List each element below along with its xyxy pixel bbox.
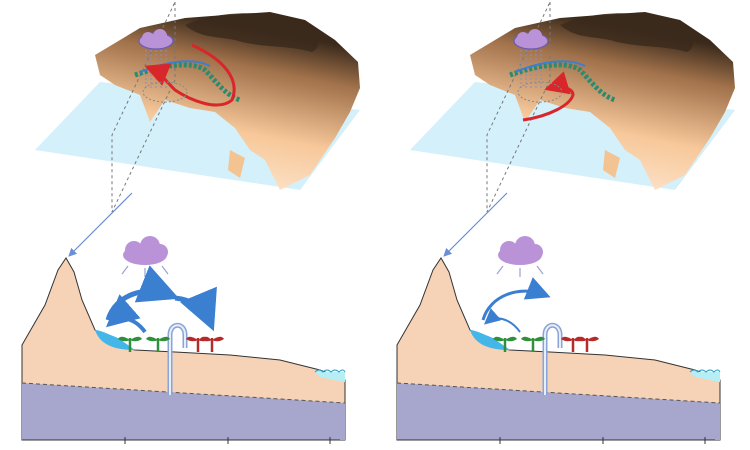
evaporation-arrow — [105, 265, 180, 321]
mountain-ridge — [560, 13, 694, 52]
zoom-pointer-arrow — [68, 192, 133, 257]
vegetation-band — [509, 62, 616, 103]
cloud-icon — [138, 29, 174, 50]
zoom-pointer-arrow — [443, 192, 508, 257]
crop-icon — [575, 336, 599, 352]
return-arrow — [105, 294, 147, 334]
panel-left — [21, 1, 360, 444]
terrain-landmass — [95, 12, 360, 190]
section-plane — [111, 1, 176, 213]
transport-arrow — [174, 286, 217, 332]
return-arrow — [483, 308, 521, 333]
section-plane — [486, 1, 551, 213]
water-table-line — [21, 382, 346, 404]
well-pump-icon — [542, 322, 563, 395]
well-pump-icon — [167, 322, 188, 395]
recycling-loop — [142, 81, 188, 103]
recycling-loop — [517, 81, 563, 103]
map-3d — [35, 1, 360, 213]
cloud-icon — [513, 29, 549, 50]
crop-icon — [200, 336, 224, 352]
water-wave-icon — [314, 369, 346, 382]
evaporation-arrow — [481, 277, 551, 321]
moisture-recycling-arrows — [105, 265, 217, 334]
groundwater-layer — [397, 383, 720, 440]
water-wave-icon — [689, 369, 721, 382]
rain-icon — [496, 265, 544, 277]
circulation-arrow — [144, 43, 236, 107]
mountain-ridge — [185, 13, 319, 52]
island — [603, 150, 620, 178]
surface-water — [470, 330, 510, 350]
diagram-svg — [21, 1, 360, 444]
cloud-icon — [498, 236, 543, 265]
island — [228, 150, 245, 178]
water-table-line — [396, 382, 721, 404]
moisture-band — [514, 60, 586, 73]
rain-icon — [121, 265, 169, 277]
cross-section — [21, 236, 346, 444]
moisture-recycling-arrows — [481, 277, 551, 333]
terrain-landmass — [470, 12, 735, 190]
surface-water — [95, 330, 135, 350]
cross-section — [396, 236, 721, 444]
crop-icon — [521, 336, 545, 352]
crop-icon — [146, 336, 170, 352]
crop-icon — [118, 336, 142, 352]
cloud-icon — [123, 236, 168, 265]
panel-right — [375, 0, 750, 450]
crop-icon — [493, 336, 517, 352]
groundwater-layer — [22, 383, 345, 440]
diagram-svg — [396, 1, 735, 444]
map-3d — [410, 1, 735, 213]
